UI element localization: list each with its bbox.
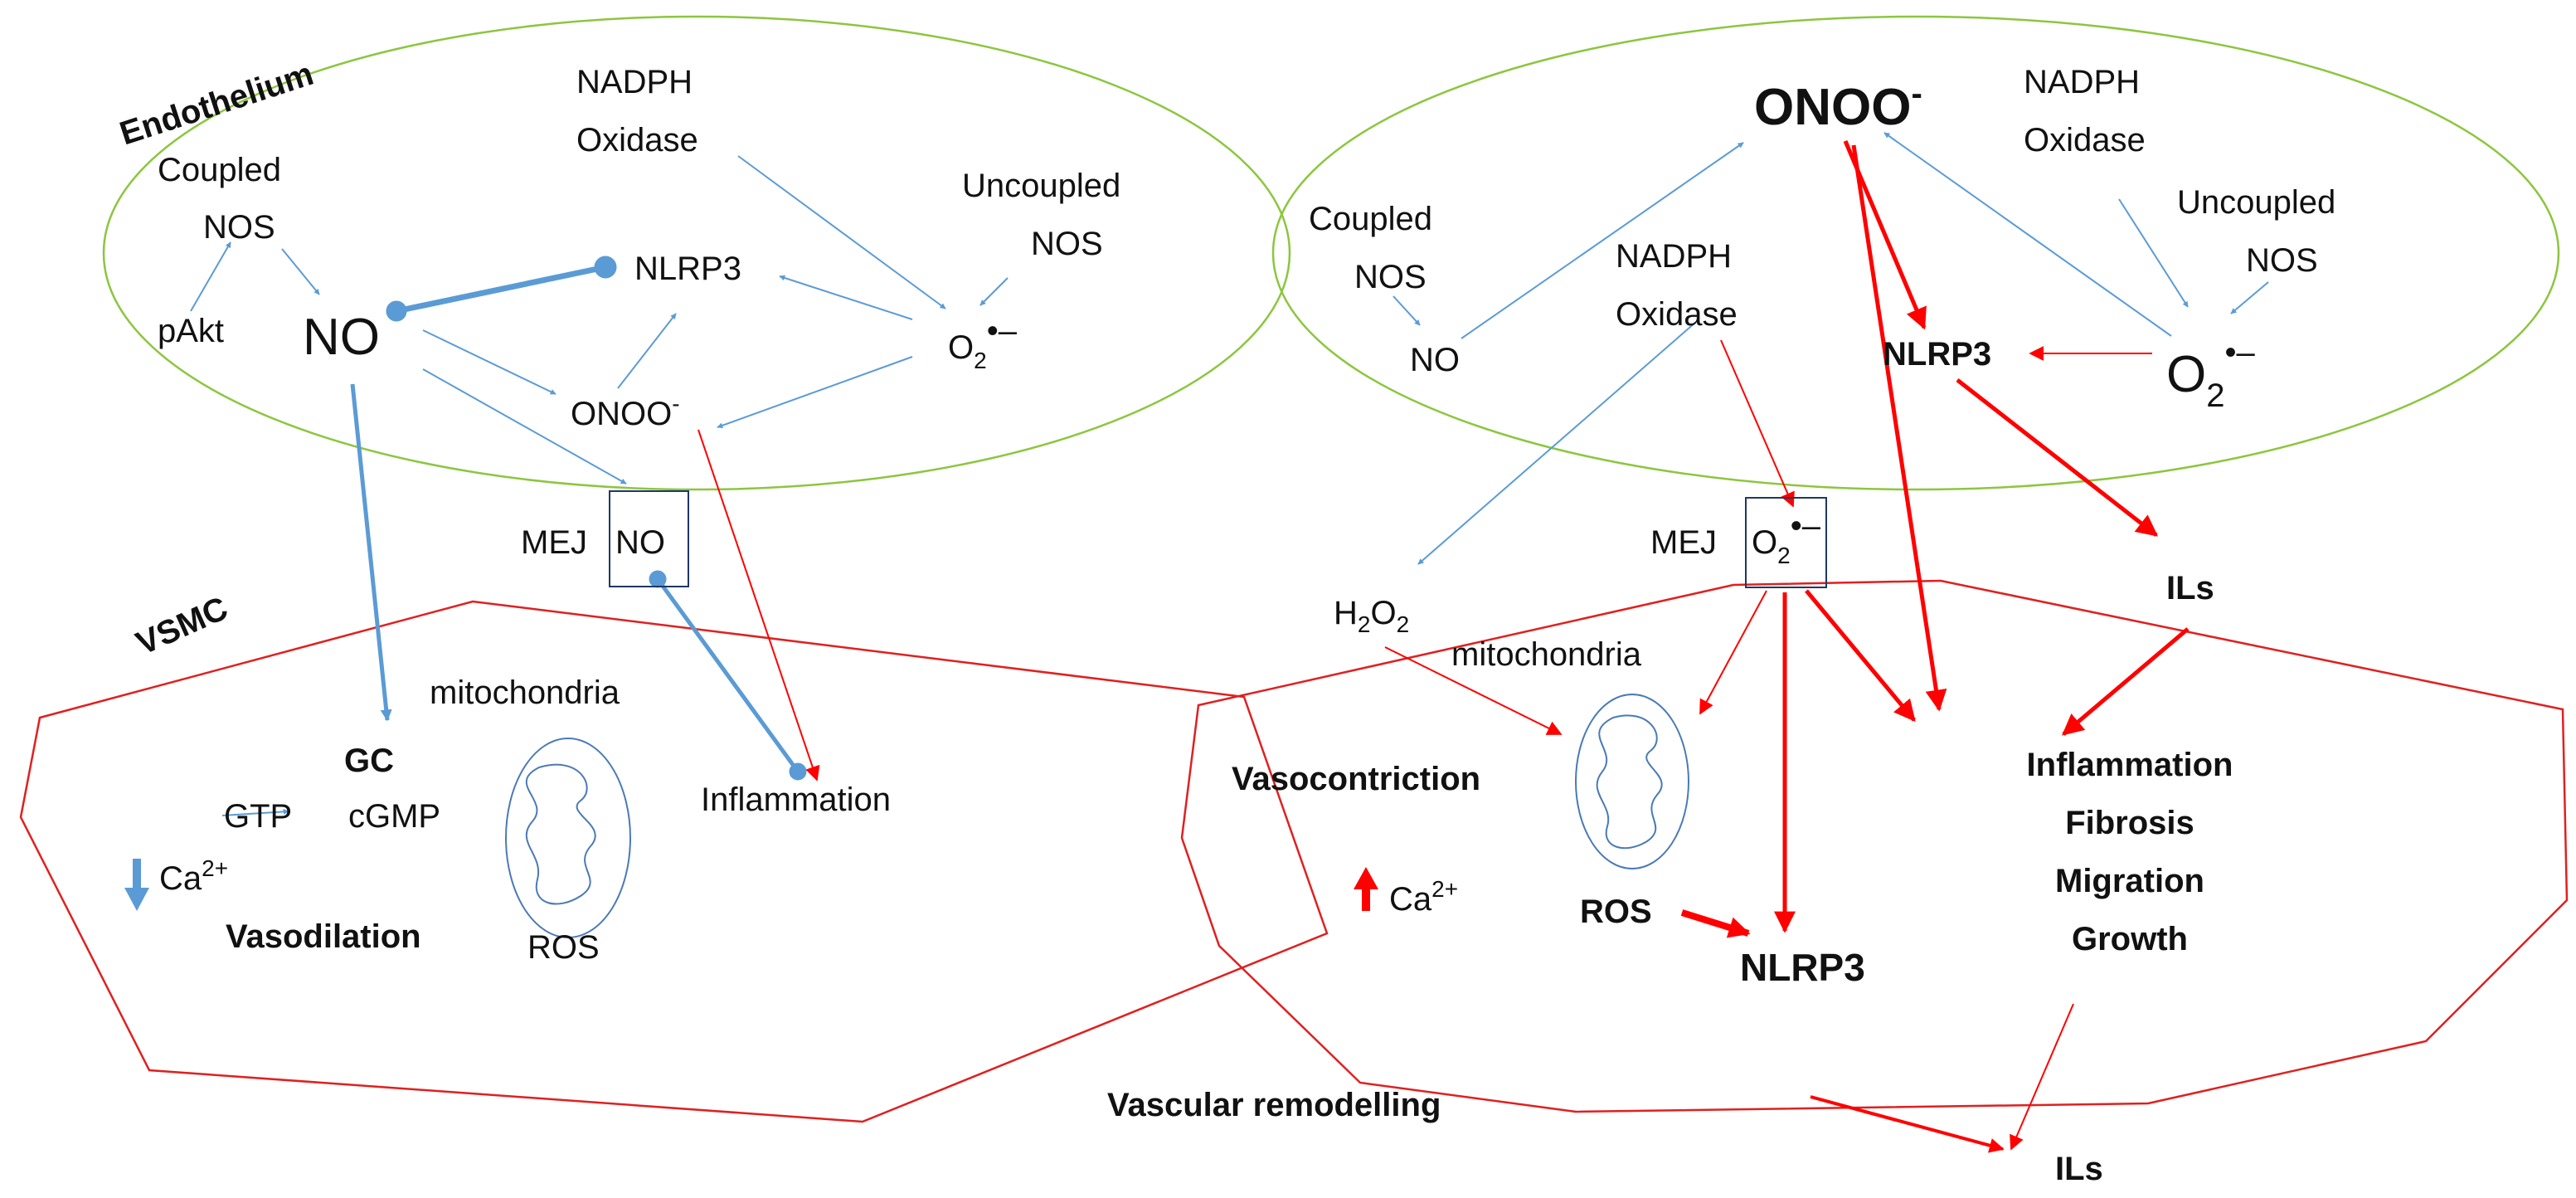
right-nadph-mid-label: NADPH — [1616, 238, 1732, 275]
left-oxidase-label: Oxidase — [576, 122, 698, 158]
left-red-arrow — [697, 429, 820, 782]
left-ros-label: ROS — [527, 929, 600, 966]
left-inhibition-links — [386, 256, 807, 781]
right-outcome-fibrosis: Fibrosis — [2065, 805, 2194, 841]
right-nlrp3-bottom-label: NLRP3 — [1740, 946, 1865, 989]
left-nlrp3-label: NLRP3 — [634, 251, 741, 287]
left-inflammation-label: Inflammation — [701, 782, 891, 818]
right-uncoupled-label: Uncoupled — [2177, 184, 2335, 221]
left-pakt-label: pAkt — [158, 313, 224, 349]
right-mej-label: MEJ — [1650, 524, 1717, 561]
endothelium-ellipse-right — [1271, 15, 2560, 491]
right-blue-arrows — [1392, 132, 2269, 565]
right-ils-top-label: ILs — [2166, 570, 2214, 606]
left-coupled-nos-label: NOS — [203, 209, 275, 246]
endothelium-label: Endothelium — [115, 56, 318, 153]
vascular-remodelling-label: Vascular remodelling — [1107, 1087, 1441, 1123]
right-ils-bottom-label: ILs — [2055, 1151, 2103, 1187]
right-outcome-migration: Migration — [2055, 863, 2204, 899]
left-mitochondria-label: mitochondria — [430, 674, 620, 711]
left-gc-label: GC — [344, 743, 394, 779]
right-mej-superoxide-label: O2•– — [1752, 508, 1821, 568]
left-uncoupled-label: Uncoupled — [962, 168, 1120, 204]
calcium-up-arrow — [1354, 867, 1378, 911]
left-mej-label: MEJ — [521, 524, 587, 561]
right-oxidase-mid-label: Oxidase — [1616, 296, 1738, 333]
left-mej-no-label: NO — [615, 524, 665, 561]
left-uncoupled-nos-label: NOS — [1031, 226, 1103, 262]
left-superoxide-label: O2•– — [948, 313, 1018, 373]
endothelium-ellipse-left — [102, 15, 1291, 491]
left-gtp-label: GTP — [224, 798, 292, 835]
right-mitochondria-label: mitochondria — [1451, 636, 1642, 673]
left-vasodilation-label: Vasodilation — [226, 918, 421, 955]
right-oxidase-top-label: Oxidase — [2024, 122, 2146, 158]
vsmc-label: VSMC — [131, 590, 233, 662]
right-red-arrows — [1384, 140, 2190, 1153]
right-uncoupled-nos-label: NOS — [2246, 242, 2318, 279]
vsmc-cell-left — [19, 600, 1329, 1123]
mej-box-left — [609, 490, 689, 587]
left-no-label: NO — [303, 309, 380, 366]
left-onoo-label: ONOO- — [571, 391, 680, 432]
right-vasoconstriction-label: Vasocontriction — [1232, 761, 1480, 797]
mitochondrion-left — [505, 738, 631, 938]
right-calcium-label: Ca2+ — [1389, 876, 1458, 918]
right-onoo-label: ONOO- — [1754, 75, 1922, 136]
left-nadph-label: NADPH — [576, 64, 693, 100]
right-ros-label: ROS — [1580, 894, 1652, 930]
right-coupled-nos-label: NOS — [1354, 259, 1427, 295]
left-arrows — [190, 155, 1009, 816]
right-coupled-label: Coupled — [1309, 201, 1432, 237]
left-calcium-label: Ca2+ — [159, 855, 228, 897]
vsmc-cell-right — [1180, 579, 2569, 1113]
mej-box-right — [1745, 497, 1827, 588]
right-outcome-growth: Growth — [2072, 921, 2188, 957]
right-outcome-inflammation: Inflammation — [2027, 747, 2233, 783]
mitochondrion-right — [1575, 694, 1689, 869]
right-nadph-top-label: NADPH — [2024, 64, 2140, 100]
right-nlrp3-top-label: NLRP3 — [1883, 336, 1991, 373]
right-h2o2-label: H2O2 — [1334, 595, 1409, 637]
calcium-down-arrow — [124, 859, 149, 911]
left-coupled-label: Coupled — [158, 152, 281, 188]
right-superoxide-label: O2•– — [2166, 334, 2255, 414]
right-no-label: NO — [1410, 342, 1460, 378]
left-cgmp-label: cGMP — [348, 798, 440, 835]
